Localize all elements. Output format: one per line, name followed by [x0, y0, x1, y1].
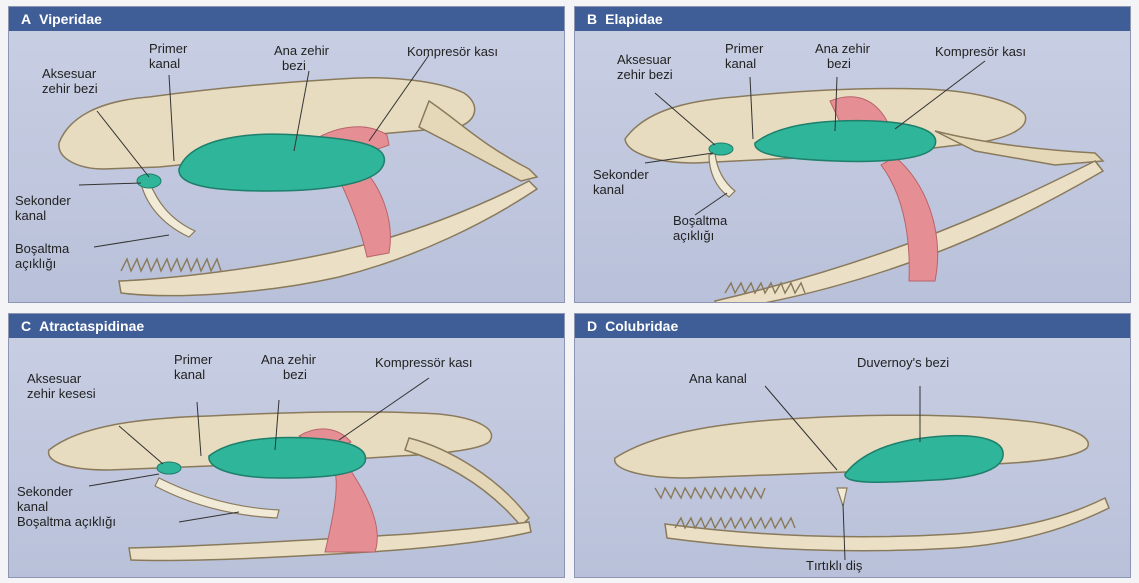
quadrate-bone [405, 438, 529, 526]
label-line: Sekonder [17, 484, 73, 499]
quadrate-bone [419, 101, 537, 181]
label-bosaltma-acikligi: Boşaltma açıklığı [673, 213, 727, 243]
rear-fang [837, 488, 847, 506]
lower-teeth [675, 518, 795, 528]
quadrate-bone [935, 131, 1103, 165]
label-line: zehir bezi [617, 67, 673, 82]
panel-d-header: D Colubridae [575, 314, 1130, 338]
label-primer-kanal: Primer kanal [174, 352, 212, 382]
label-sekonder-kanal: Sekonder kanal [15, 193, 71, 223]
label-line: bezi [261, 367, 316, 382]
fang [141, 181, 195, 237]
fang [155, 478, 279, 518]
panel-a-title: Viperidae [39, 11, 102, 27]
panel-b-elapidae: B Elapidae Aksesuar zehir bezi Primer kan… [574, 6, 1131, 303]
label-tirtikli-dis: Tırtıklı diş [806, 558, 862, 573]
label-bosaltma-acikligi: Boşaltma açıklığı [17, 514, 116, 529]
label-kompresor-kasi: Kompresör kası [407, 44, 498, 59]
label-line: kanal [593, 182, 649, 197]
label-line: bezi [815, 56, 870, 71]
accessory-gland [157, 462, 181, 474]
label-line: Ana zehir [815, 41, 870, 56]
label-ana-zehir-bezi: Ana zehir bezi [274, 43, 329, 73]
label-line: Sekonder [593, 167, 649, 182]
label-line: Aksesuar [27, 371, 96, 386]
label-ana-kanal: Ana kanal [689, 371, 747, 386]
label-line: kanal [15, 208, 71, 223]
label-line: Aksesuar [42, 66, 98, 81]
label-line: kanal [174, 367, 212, 382]
label-primer-kanal: Primer kanal [725, 41, 763, 71]
panel-b-letter: B [587, 11, 597, 27]
label-kompresor-kasi: Kompresör kası [935, 44, 1026, 59]
label-bosaltma-acikligi: Boşaltma açıklığı [15, 241, 69, 271]
label-line: Boşaltma [15, 241, 69, 256]
label-ana-zehir-bezi: Ana zehir bezi [815, 41, 870, 71]
label-line: zehir bezi [42, 81, 98, 96]
panel-b-header: B Elapidae [575, 7, 1130, 31]
panel-d-colubridae: D Colubridae Ana kanal Duvernoy's bezi Tı… [574, 313, 1131, 578]
panel-c-title: Atractaspidinae [39, 318, 144, 334]
label-line: Aksesuar [617, 52, 673, 67]
label-kompresor-kasi: Kompressör kası [375, 355, 473, 370]
label-line: kanal [725, 56, 763, 71]
label-line: Primer [174, 352, 212, 367]
panel-d-title: Colubridae [605, 318, 678, 334]
label-aksesuar-zehir-kesesi: Aksesuar zehir kesesi [27, 371, 96, 401]
panel-c-letter: C [21, 318, 31, 334]
upper-teeth [655, 488, 765, 498]
panel-b-title: Elapidae [605, 11, 663, 27]
lower-teeth [121, 259, 221, 271]
accessory-gland [137, 174, 161, 188]
jaw-muscle [325, 468, 377, 552]
label-line: Ana zehir [261, 352, 316, 367]
label-line: bezi [274, 58, 329, 73]
main-venom-gland [179, 134, 384, 191]
label-line: zehir kesesi [27, 386, 96, 401]
label-line: kanal [149, 56, 187, 71]
lower-jaw [119, 181, 537, 296]
label-duvernoys-bezi: Duvernoy's bezi [857, 355, 949, 370]
label-line: kanal [17, 499, 73, 514]
label-line: açıklığı [15, 256, 69, 271]
panel-c-atractaspidinae: C Atractaspidinae Primer kanal Ana zehir … [8, 313, 565, 578]
label-line: açıklığı [673, 228, 727, 243]
label-line: Primer [149, 41, 187, 56]
label-ana-zehir-bezi: Ana zehir bezi [261, 352, 316, 382]
colubridae-skull-illustration [575, 338, 1131, 578]
label-line: Sekonder [15, 193, 71, 208]
label-primer-kanal: Primer kanal [149, 41, 187, 71]
label-line: Ana zehir [274, 43, 329, 58]
panel-d-letter: D [587, 318, 597, 334]
label-line: Primer [725, 41, 763, 56]
label-aksesuar-zehir-bezi: Aksesuar zehir bezi [617, 52, 673, 82]
panel-a-header: A Viperidae [9, 7, 564, 31]
label-aksesuar-zehir-bezi: Aksesuar zehir bezi [42, 66, 98, 96]
label-sekonder-kanal: Sekonder kanal [17, 484, 73, 514]
label-sekonder-kanal: Sekonder kanal [593, 167, 649, 197]
main-venom-gland [209, 438, 366, 478]
panel-c-header: C Atractaspidinae [9, 314, 564, 338]
label-line: Boşaltma [673, 213, 727, 228]
panel-a-letter: A [21, 11, 31, 27]
lower-jaw [665, 498, 1109, 551]
